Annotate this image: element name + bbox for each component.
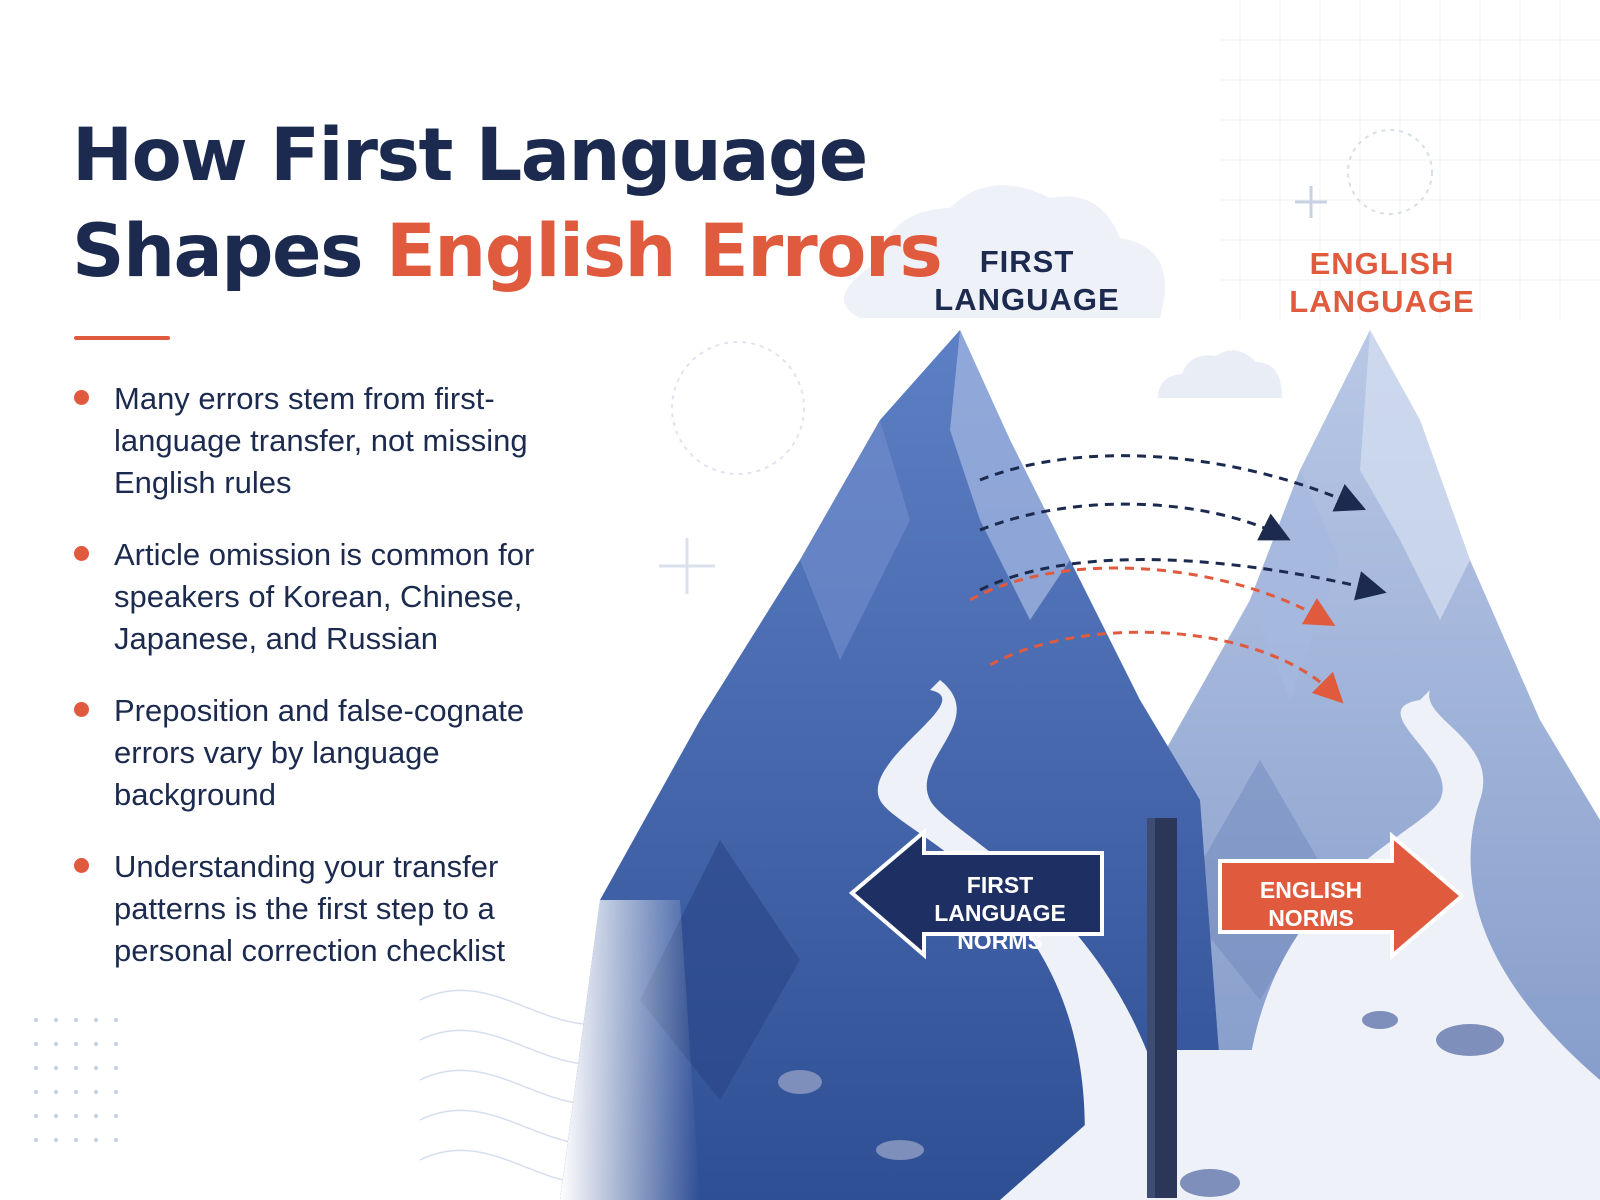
sign-left-line-1: FIRST LANGUAGE bbox=[934, 872, 1066, 926]
peak-right-line-1: ENGLISH bbox=[1309, 246, 1455, 281]
bullet-item: Article omission is common for speakers … bbox=[74, 534, 594, 660]
cloud-icon bbox=[844, 185, 1165, 318]
bullet-item: Many errors stem from first-language tra… bbox=[74, 378, 594, 504]
bullet-dot-icon bbox=[74, 390, 89, 405]
peak-left-line-2: LANGUAGE bbox=[934, 282, 1120, 317]
page-title: How First Language Shapes English Errors bbox=[72, 108, 943, 300]
english-norms-sign: ENGLISH NORMS bbox=[1216, 876, 1406, 932]
bullet-text: Many errors stem from first-language tra… bbox=[114, 381, 528, 500]
dotted-circle-icon bbox=[671, 341, 805, 475]
sign-left-line-2: NORMS bbox=[957, 928, 1043, 954]
title-line-1: How First Language bbox=[72, 113, 868, 198]
title-underline bbox=[74, 336, 170, 340]
bullet-dot-icon bbox=[74, 858, 89, 873]
winding-paths bbox=[877, 680, 1600, 1200]
title-line-2-accent: English Errors bbox=[385, 209, 943, 294]
arrow-left-sign-icon bbox=[848, 827, 1104, 960]
dotted-circle-icon bbox=[1347, 129, 1433, 215]
plus-icon bbox=[659, 538, 715, 594]
first-language-norms-sign: FIRST LANGUAGE NORMS bbox=[905, 871, 1095, 955]
english-language-peak-label: ENGLISH LANGUAGE bbox=[1262, 245, 1502, 321]
rocks bbox=[778, 1011, 1504, 1197]
arrow-right-sign-icon bbox=[1218, 831, 1466, 961]
bullet-list: Many errors stem from first-language tra… bbox=[74, 378, 594, 1002]
peak-left-line-1: FIRST bbox=[979, 244, 1075, 279]
bullet-dot-icon bbox=[74, 702, 89, 717]
cloud-icon bbox=[1158, 350, 1282, 398]
background-grid bbox=[1220, 0, 1600, 320]
sign-right-line-1: ENGLISH bbox=[1259, 877, 1363, 903]
bullet-text: Preposition and false-cognate errors var… bbox=[114, 693, 525, 812]
bullet-item: Understanding your transfer patterns is … bbox=[74, 846, 594, 972]
peak-right-line-2: LANGUAGE bbox=[1289, 284, 1475, 319]
plus-icon bbox=[1295, 186, 1327, 218]
bullet-item: Preposition and false-cognate errors var… bbox=[74, 690, 594, 816]
first-language-peak-label: FIRST LANGUAGE bbox=[907, 243, 1147, 319]
sign-right-line-2: NORMS bbox=[1268, 905, 1354, 931]
dot-grid-icon bbox=[34, 1018, 118, 1142]
bullet-text: Understanding your transfer patterns is … bbox=[114, 849, 506, 968]
bullet-text: Article omission is common for speakers … bbox=[114, 537, 535, 656]
bullet-dot-icon bbox=[74, 546, 89, 561]
title-line-2-prefix: Shapes bbox=[72, 209, 386, 294]
signpost-icon bbox=[848, 818, 1466, 1198]
transfer-arrows bbox=[969, 454, 1387, 704]
